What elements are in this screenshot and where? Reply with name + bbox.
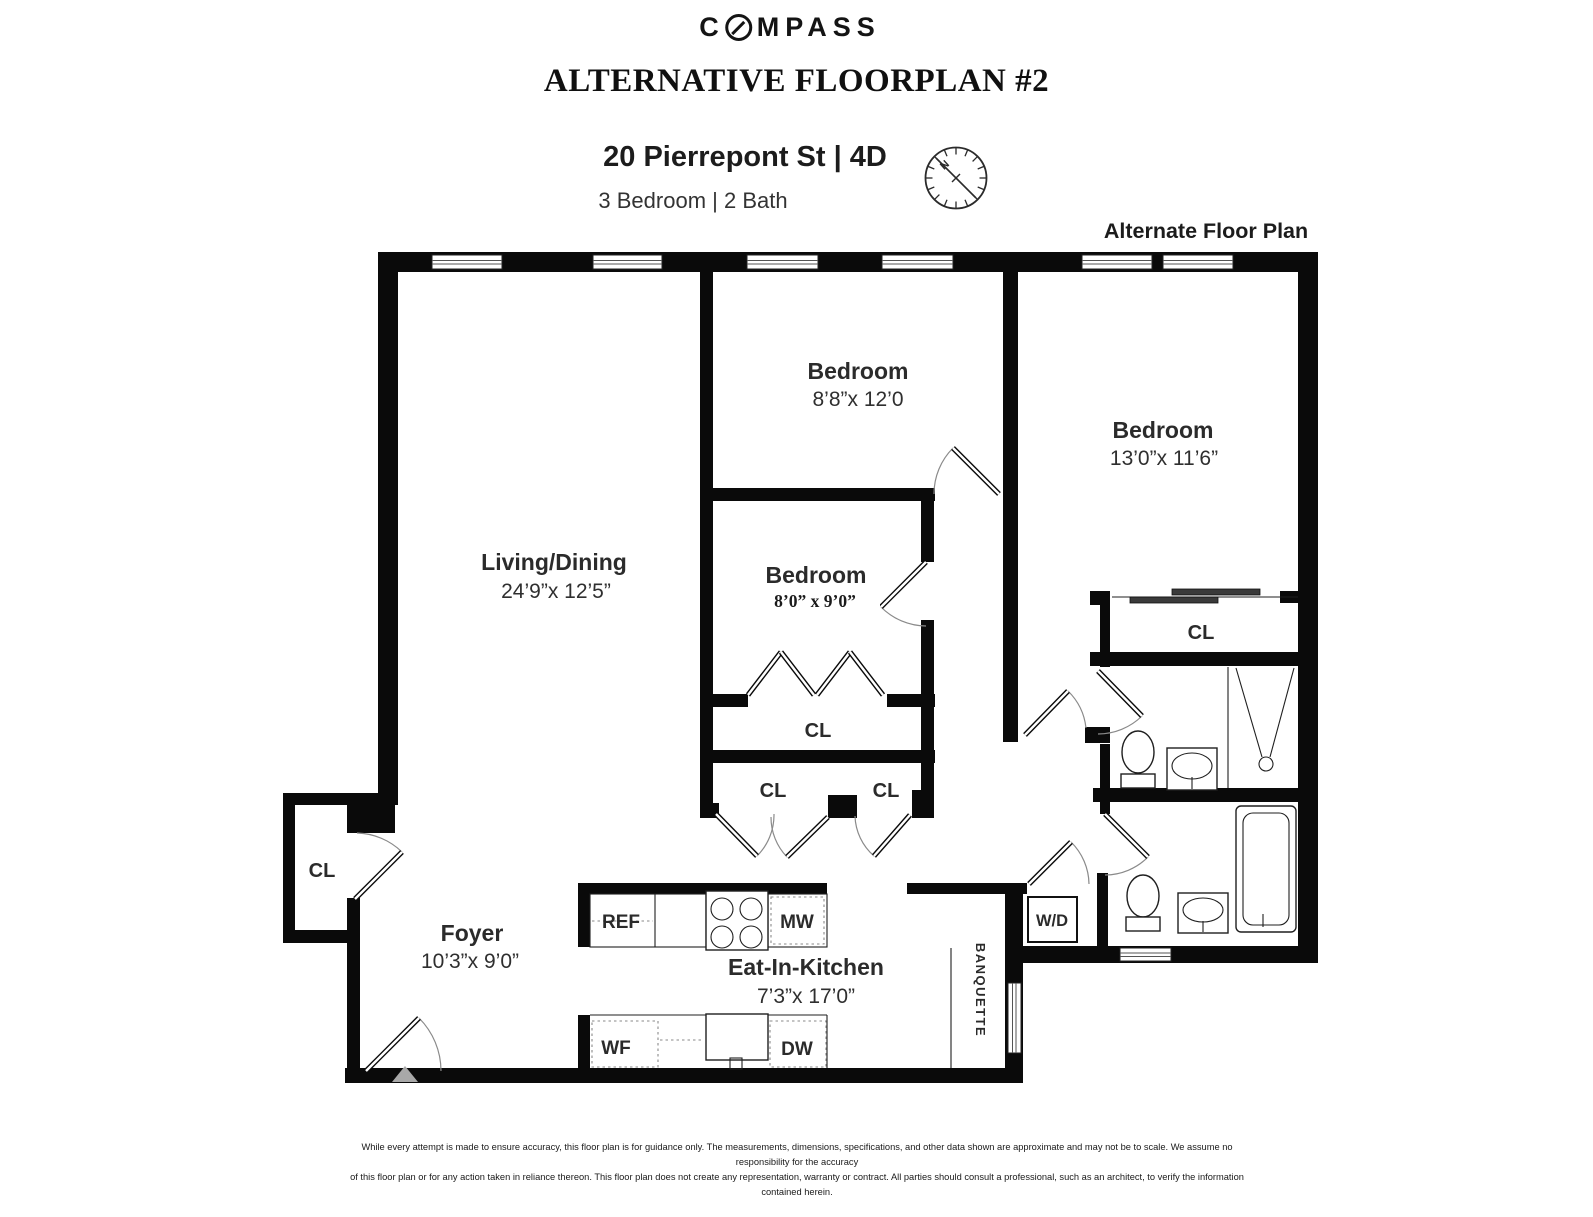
disclaimer: While every attempt is made to ensure ac… [347,1140,1247,1200]
window-bath [1119,947,1172,962]
wine-fridge-label: WF [601,1038,631,1059]
bedroom-top-label: Bedroom [808,358,909,384]
kitchen-label: Eat-In-Kitchen [728,954,884,980]
window [881,254,954,270]
closet-bedroom-right-label: CL [1188,622,1215,644]
living-dining-dimensions: 24’9”x 12’5” [501,580,611,603]
closet-middle-label: CL [805,720,832,742]
sliding-closet-door [1112,588,1298,604]
foyer-label: Foyer [441,920,504,946]
closet-bottom-left-label: CL [760,780,787,802]
compass-logo-o-icon [724,14,752,41]
wine-fridge-symbol [591,1020,659,1068]
stove-symbol [705,890,769,951]
sink-icon [1166,747,1218,791]
bathtub-icon [1235,805,1297,933]
shower-icon [1235,667,1295,772]
bedroom-right-label: Bedroom [1113,417,1214,443]
bedroom-middle-dimensions: 8’0” x 9’0” [774,591,856,611]
dishwasher-label: DW [781,1039,813,1060]
windows [431,254,1234,1054]
toilet-icon [1126,874,1160,918]
bedroom-right-dimensions: 13’0”x 11’6” [1110,447,1218,470]
room-labels: Living/Dining 24’9”x 12’5” Bedroom 8’8”x… [309,358,1218,1060]
window-banquette [1007,982,1022,1054]
doors [353,446,1298,1082]
disclaimer-line-1: While every attempt is made to ensure ac… [361,1142,1233,1167]
closet-foyer-label: CL [309,860,336,882]
washer-dryer: W/D [1027,896,1078,943]
foyer-dimensions: 10’3”x 9’0” [421,950,519,973]
toilet-icon [1121,730,1155,774]
compass-logo: C MPASS [699,12,881,43]
kitchen-fixtures [589,890,952,1070]
closet-bottom-right-label: CL [873,780,900,802]
washer-dryer-label: W/D [1036,912,1068,930]
window [1081,254,1153,270]
bathroom1-door [1096,669,1144,735]
banquette-label: BANQUETTE [973,943,988,1037]
bifold-closet-doors [745,650,886,697]
microwave-symbol [770,896,825,945]
kitchen-dimensions: 7’3”x 17’0” [757,985,855,1008]
living-dining-label: Living/Dining [481,549,627,575]
window [592,254,663,270]
entry-arrow-icon [392,1066,418,1082]
sink-icon [1177,892,1229,934]
bedroom-middle-door [879,560,928,627]
sink-symbol [705,1013,769,1070]
bedroom-middle-label: Bedroom [766,562,867,588]
bedroom-top-door [933,446,1001,496]
logo-letters-mpass: MPASS [756,12,881,42]
logo-letter-c: C [699,12,725,42]
window [431,254,503,270]
entry-door [364,1016,442,1082]
washer-dryer-door [1027,840,1090,886]
page-title: ALTERNATIVE FLOORPLAN #2 [543,63,1050,99]
bathroom2-fixtures [1125,805,1297,934]
bathroom1-fixtures [1120,667,1295,791]
closet-bottom-right-door [854,813,912,858]
property-address: 20 Pierrepont St | 4D [603,141,887,173]
bathroom2-door [1103,812,1150,876]
microwave-label: MW [780,912,814,933]
compass-rose-icon: N [924,146,988,210]
disclaimer-line-2: of this floor plan or for any action tak… [350,1171,1244,1197]
closet-bottom-left-doors [714,812,830,859]
alternate-floor-plan-label: Alternate Floor Plan [1103,219,1309,243]
hall-vestibule-door [1023,689,1087,737]
foyer-closet-door [353,832,404,901]
bedroom-top-dimensions: 8’8”x 12’0 [812,388,903,411]
dishwasher-symbol [769,1020,827,1068]
window [746,254,819,270]
bed-bath-info: 3 Bedroom | 2 Bath [598,188,788,213]
window [1162,254,1234,270]
refrigerator-label: REF [602,912,640,933]
